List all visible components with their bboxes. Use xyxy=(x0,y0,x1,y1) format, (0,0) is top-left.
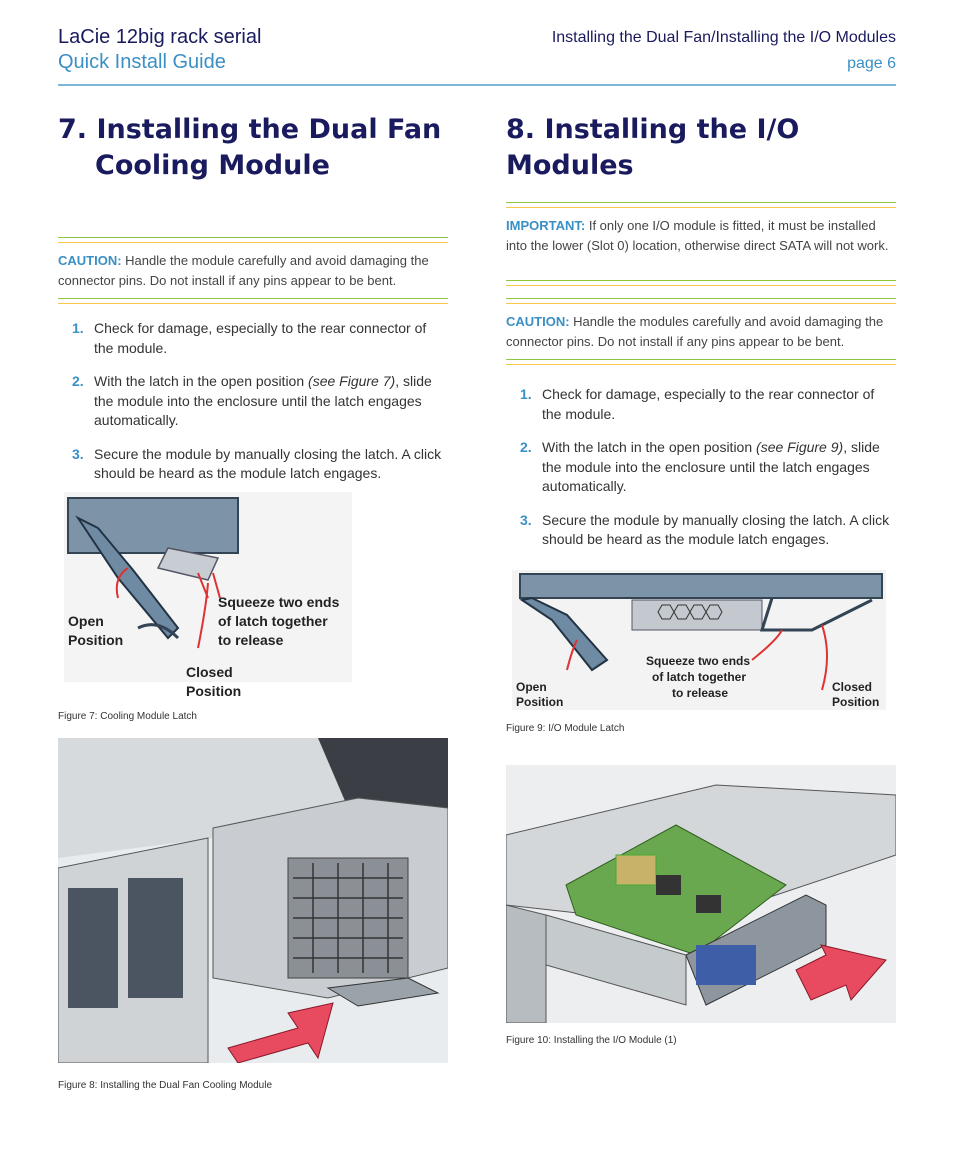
caution-top-rule xyxy=(58,237,448,243)
step-number: 1. xyxy=(520,386,532,402)
figure-7-illustration: Open Position Squeeze two ends of latch … xyxy=(58,488,352,700)
important-box: IMPORTANT: If only one I/O module is fit… xyxy=(506,202,896,263)
caution-note: CAUTION: Handle the module carefully and… xyxy=(58,243,448,298)
section-7-heading: 7. Installing the Dual Fan Cooling Modul… xyxy=(58,112,448,184)
closed-label-1: Closed xyxy=(832,680,872,694)
section-7-steps: 1. Check for damage, especially to the r… xyxy=(58,319,448,498)
important-top-rule xyxy=(506,202,896,208)
guide-title: Quick Install Guide xyxy=(58,51,226,73)
caution-box-left: CAUTION: Handle the module carefully and… xyxy=(58,237,448,304)
open-label-2: Position xyxy=(68,632,123,648)
step-item: 2. With the latch in the open position (… xyxy=(506,438,896,497)
closed-label-1: Closed xyxy=(186,664,233,680)
step-item: 3. Secure the module by manually closing… xyxy=(58,445,448,484)
step-text: With the latch in the open position xyxy=(94,373,309,389)
caution-bottom-rule xyxy=(506,359,896,365)
caution-box-right: CAUTION: Handle the modules carefully an… xyxy=(506,280,896,365)
caution-bottom-rule xyxy=(58,298,448,304)
step-number: 1. xyxy=(72,320,84,336)
header-rule xyxy=(58,84,896,86)
section-title: Installing the Dual Fan/Installing the I… xyxy=(551,29,896,46)
step-number: 2. xyxy=(520,439,532,455)
important-note: IMPORTANT: If only one I/O module is fit… xyxy=(506,208,896,263)
step-item: 1. Check for damage, especially to the r… xyxy=(58,319,448,358)
figure-7-caption: Figure 7: Cooling Module Latch xyxy=(58,711,197,722)
step-text: , slide the module into the enclosure un… xyxy=(542,439,880,494)
section-7-title-line1: 7. Installing the Dual Fan xyxy=(58,114,442,145)
closed-label-2: Position xyxy=(832,695,879,709)
open-label-1: Open xyxy=(516,680,547,694)
squeeze-label-1: Squeeze two ends xyxy=(646,654,750,668)
step-item: 1. Check for damage, especially to the r… xyxy=(506,385,896,424)
caution-text: Handle the module carefully and avoid da… xyxy=(58,253,429,288)
step-number: 3. xyxy=(520,511,532,528)
section-8-steps: 1. Check for damage, especially to the r… xyxy=(506,385,896,564)
figure-reference: (see Figure 7) xyxy=(308,373,396,389)
step-number: 2. xyxy=(72,373,84,389)
open-label-2: Position xyxy=(516,695,563,709)
caution-note: CAUTION: Handle the modules carefully an… xyxy=(506,304,896,359)
step-text: Check for damage, especially to the rear… xyxy=(94,320,427,356)
step-text: With the latch in the open position xyxy=(542,439,757,455)
section-8-title: 8. Installing the I/O Modules xyxy=(506,114,800,181)
section-7-title-line2: Cooling Module xyxy=(95,150,330,181)
squeeze-label-3: to release xyxy=(218,632,284,648)
squeeze-label-2: of latch together xyxy=(218,613,328,629)
cooling-latch-drawing: Open Position Squeeze two ends of latch … xyxy=(64,492,352,699)
important-text: If only one I/O module is fitted, it mus… xyxy=(506,218,889,253)
squeeze-label-2: of latch together xyxy=(652,670,746,684)
caution-label: CAUTION: xyxy=(506,314,570,329)
step-text: Check for damage, especially to the rear… xyxy=(542,386,875,422)
step-item: 2. With the latch in the open position (… xyxy=(58,372,448,431)
open-label-1: Open xyxy=(68,613,104,629)
step-text: Secure the module by manually closing th… xyxy=(542,511,890,548)
figure-10-illustration xyxy=(505,765,897,1024)
figure-8-illustration xyxy=(57,738,449,1064)
figure-8-caption: Figure 8: Installing the Dual Fan Coolin… xyxy=(58,1080,273,1091)
io-module-install-drawing xyxy=(505,765,897,1024)
important-label: IMPORTANT: xyxy=(506,218,586,233)
caution-label: CAUTION: xyxy=(58,253,122,268)
figure-10-caption: Figure 10: Installing the I/O Module (1) xyxy=(506,1035,677,1046)
step-number: 3. xyxy=(72,445,84,462)
product-name: LaCie 12big rack serial xyxy=(58,26,262,48)
figure-reference: (see Figure 9) xyxy=(756,439,844,455)
caution-top-rule xyxy=(506,298,896,304)
closed-label-2: Position xyxy=(186,683,241,699)
dual-fan-install-drawing xyxy=(57,738,449,1064)
step-text: , slide the module into the enclosure un… xyxy=(94,373,432,428)
figure-9-caption: Figure 9: I/O Module Latch xyxy=(506,723,625,734)
io-latch-drawing: Open Position Squeeze two ends of latch … xyxy=(512,570,886,710)
page-number: page 6 xyxy=(847,55,896,72)
caution-top-rule xyxy=(506,280,896,286)
step-item: 3. Secure the module by manually closing… xyxy=(506,511,896,550)
squeeze-label-1: Squeeze two ends xyxy=(218,594,340,610)
caution-text: Handle the modules carefully and avoid d… xyxy=(506,314,884,349)
figure-9-illustration: Open Position Squeeze two ends of latch … xyxy=(512,570,886,710)
step-text: Secure the module by manually closing th… xyxy=(94,445,442,482)
squeeze-label-3: to release xyxy=(672,686,728,700)
